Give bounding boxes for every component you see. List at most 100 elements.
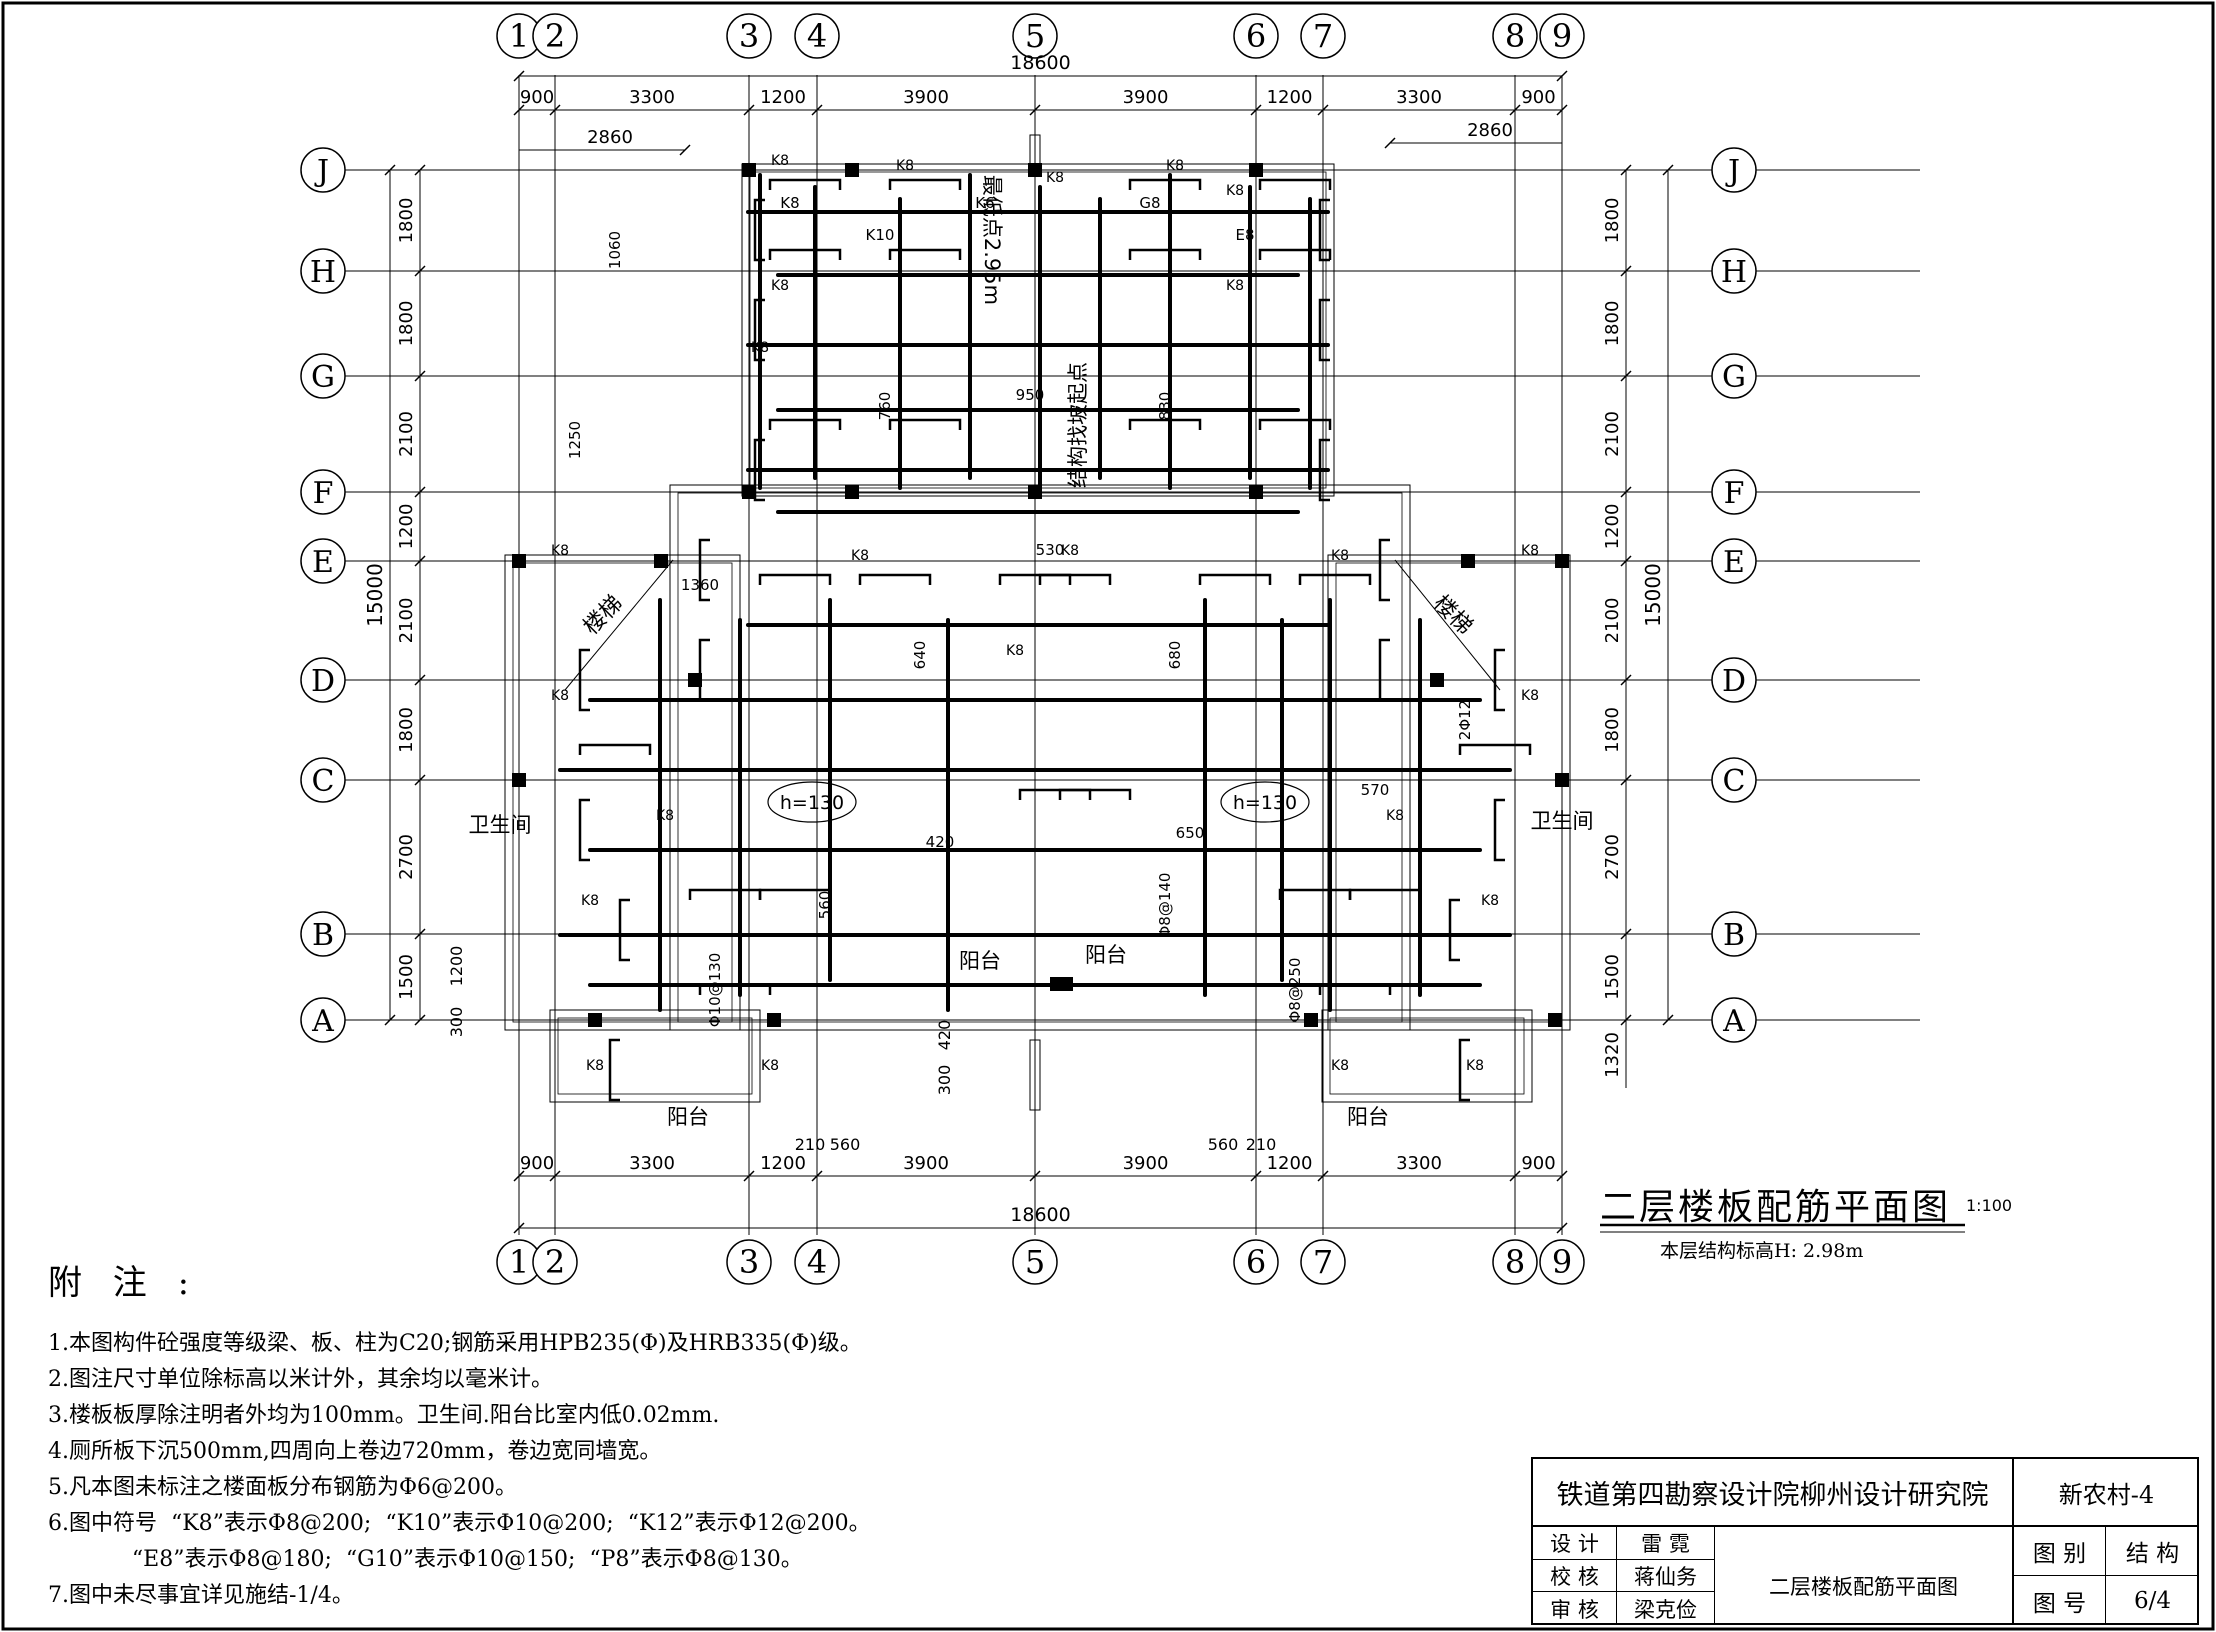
rebar-tag-k8: K8 — [581, 893, 599, 909]
grid-bubble-col — [1539, 13, 1585, 59]
grid-bubble-col — [726, 13, 772, 59]
rebar-tag-k8: K8 — [1386, 808, 1404, 824]
rebar-tag-k8: K8 — [1226, 278, 1244, 294]
dim-tick — [1556, 70, 1568, 82]
rebar-tag-k8: K8 — [896, 158, 914, 174]
column — [742, 163, 756, 177]
dim-text: 1200 — [1267, 1153, 1313, 1174]
dim-partial-text: 2860 — [1467, 120, 1513, 141]
grid-bubble-row — [300, 757, 346, 803]
grid-row-label: D — [311, 664, 335, 699]
rebar-tag-k8: K8 — [771, 278, 789, 294]
wall-inner — [1335, 562, 1563, 1023]
balcony-label: 阳台 — [667, 1105, 709, 1129]
grid-col-label: 5 — [1025, 1243, 1045, 1281]
dim-text: 3900 — [1123, 87, 1169, 108]
rebar-top — [1258, 418, 1332, 430]
grid-row-label: F — [1724, 476, 1745, 511]
grid-bubble-col — [1539, 1239, 1585, 1285]
rebar-top — [1298, 573, 1372, 585]
dim-text: 1800 — [396, 198, 417, 244]
rebar-tag: E8 — [1235, 226, 1254, 244]
rebar-top — [1128, 178, 1202, 190]
rebar-tag: 1250 — [566, 421, 584, 459]
grid-bubble-row — [1711, 997, 1757, 1043]
grid-bubble-col — [1300, 1239, 1346, 1285]
thickness-ellipse — [767, 781, 857, 823]
grid-bubble-col — [794, 1239, 840, 1285]
dim-text: 1200 — [447, 946, 466, 987]
note-item: “E8”表示Φ8@180; “G10”表示Φ10@150; “P8”表示Φ8@1… — [48, 1547, 803, 1572]
column — [1548, 1013, 1562, 1027]
grid-col-label: 9 — [1552, 17, 1572, 55]
rebar-top-v — [1378, 538, 1390, 602]
grid-row-label: A — [311, 1004, 334, 1039]
dim-tick — [1662, 164, 1674, 176]
rebar-top — [698, 983, 772, 995]
column — [512, 773, 526, 787]
grid-bubble-row — [300, 147, 346, 193]
note-item: 4.厕所板下沉500mm,四周向上卷边720mm，卷边宽同墙宽。 — [48, 1439, 662, 1464]
grid-bubble-col — [1233, 13, 1279, 59]
thickness-label: h=130 — [780, 792, 844, 814]
dim-text: 3300 — [629, 87, 675, 108]
grid-bubble-row — [1711, 469, 1757, 515]
company-name: 铁道第四勘察设计院柳州设计研究院 — [1533, 1459, 2014, 1527]
rebar-tag-k8: K8 — [586, 1058, 604, 1074]
rebar-tag: 570 — [1361, 781, 1390, 799]
column — [1430, 673, 1444, 687]
role-label: 审 核 — [1533, 1592, 1617, 1625]
rebar-tag-k8: K8 — [551, 688, 569, 704]
category-value: 结 构 — [2106, 1527, 2199, 1576]
dim-text: 1800 — [1602, 301, 1623, 347]
stair-line — [564, 559, 674, 691]
dim-text: 1200 — [396, 504, 417, 550]
grid-col-label: 9 — [1552, 1243, 1572, 1281]
rebar-top-v — [578, 798, 590, 862]
rebar-tag: 650 — [1176, 824, 1205, 842]
grid-col-label: 8 — [1505, 1243, 1525, 1281]
rebar-tag: 560 — [816, 891, 834, 920]
grid-row-label: C — [312, 764, 335, 799]
dim-text: 3900 — [1123, 1153, 1169, 1174]
column — [845, 163, 859, 177]
category-label: 图 别 — [2014, 1527, 2106, 1576]
dim-total-text: 15000 — [1641, 563, 1665, 627]
grid-bubble-col — [1492, 13, 1538, 59]
wall-outline — [549, 1009, 761, 1103]
rebar-tag: 530 — [1036, 541, 1065, 559]
column — [1555, 554, 1569, 568]
balcony-label: 阳台 — [959, 949, 1001, 973]
rebar-top-v — [1378, 638, 1390, 702]
rebar-tag: Φ8@250 — [1286, 958, 1304, 1023]
grid-row-label: J — [1725, 154, 1740, 189]
grid-col-label: 1 — [509, 1243, 529, 1281]
grid-bubble-row — [1711, 353, 1757, 399]
column — [654, 554, 668, 568]
dim-text: 1320 — [1602, 1032, 1623, 1078]
note-item: 7.图中未尽事宜详见施结-1/4。 — [48, 1583, 354, 1608]
dim-text: 1200 — [760, 87, 806, 108]
grid-bubble-row — [300, 911, 346, 957]
dim-text: 210 — [795, 1135, 826, 1154]
grid-row-label: G — [311, 360, 335, 395]
rebar-tag-k8: K8 — [1466, 1058, 1484, 1074]
grid-bubble-row — [300, 248, 346, 294]
grid-col-label: 3 — [739, 17, 759, 55]
grid-bubble-col — [532, 1239, 578, 1285]
role-name: 梁克俭 — [1617, 1592, 1715, 1625]
column — [1249, 485, 1263, 499]
dim-tick — [384, 1014, 396, 1026]
rebar-top — [858, 573, 932, 585]
dim-text: 2700 — [1602, 834, 1623, 880]
rebar-tag-k8: K8 — [1046, 170, 1064, 186]
dim-text: 2700 — [396, 834, 417, 880]
grid-col-label: 3 — [739, 1243, 759, 1281]
wall-inner — [677, 492, 1403, 1023]
rebar-top-v — [1318, 438, 1330, 502]
dim-text: 560 — [1208, 1135, 1239, 1154]
note-item: 5.凡本图未标注之楼面板分布钢筋为Φ6@200。 — [48, 1475, 518, 1500]
vent — [1029, 1039, 1041, 1111]
rebar-top — [768, 418, 842, 430]
